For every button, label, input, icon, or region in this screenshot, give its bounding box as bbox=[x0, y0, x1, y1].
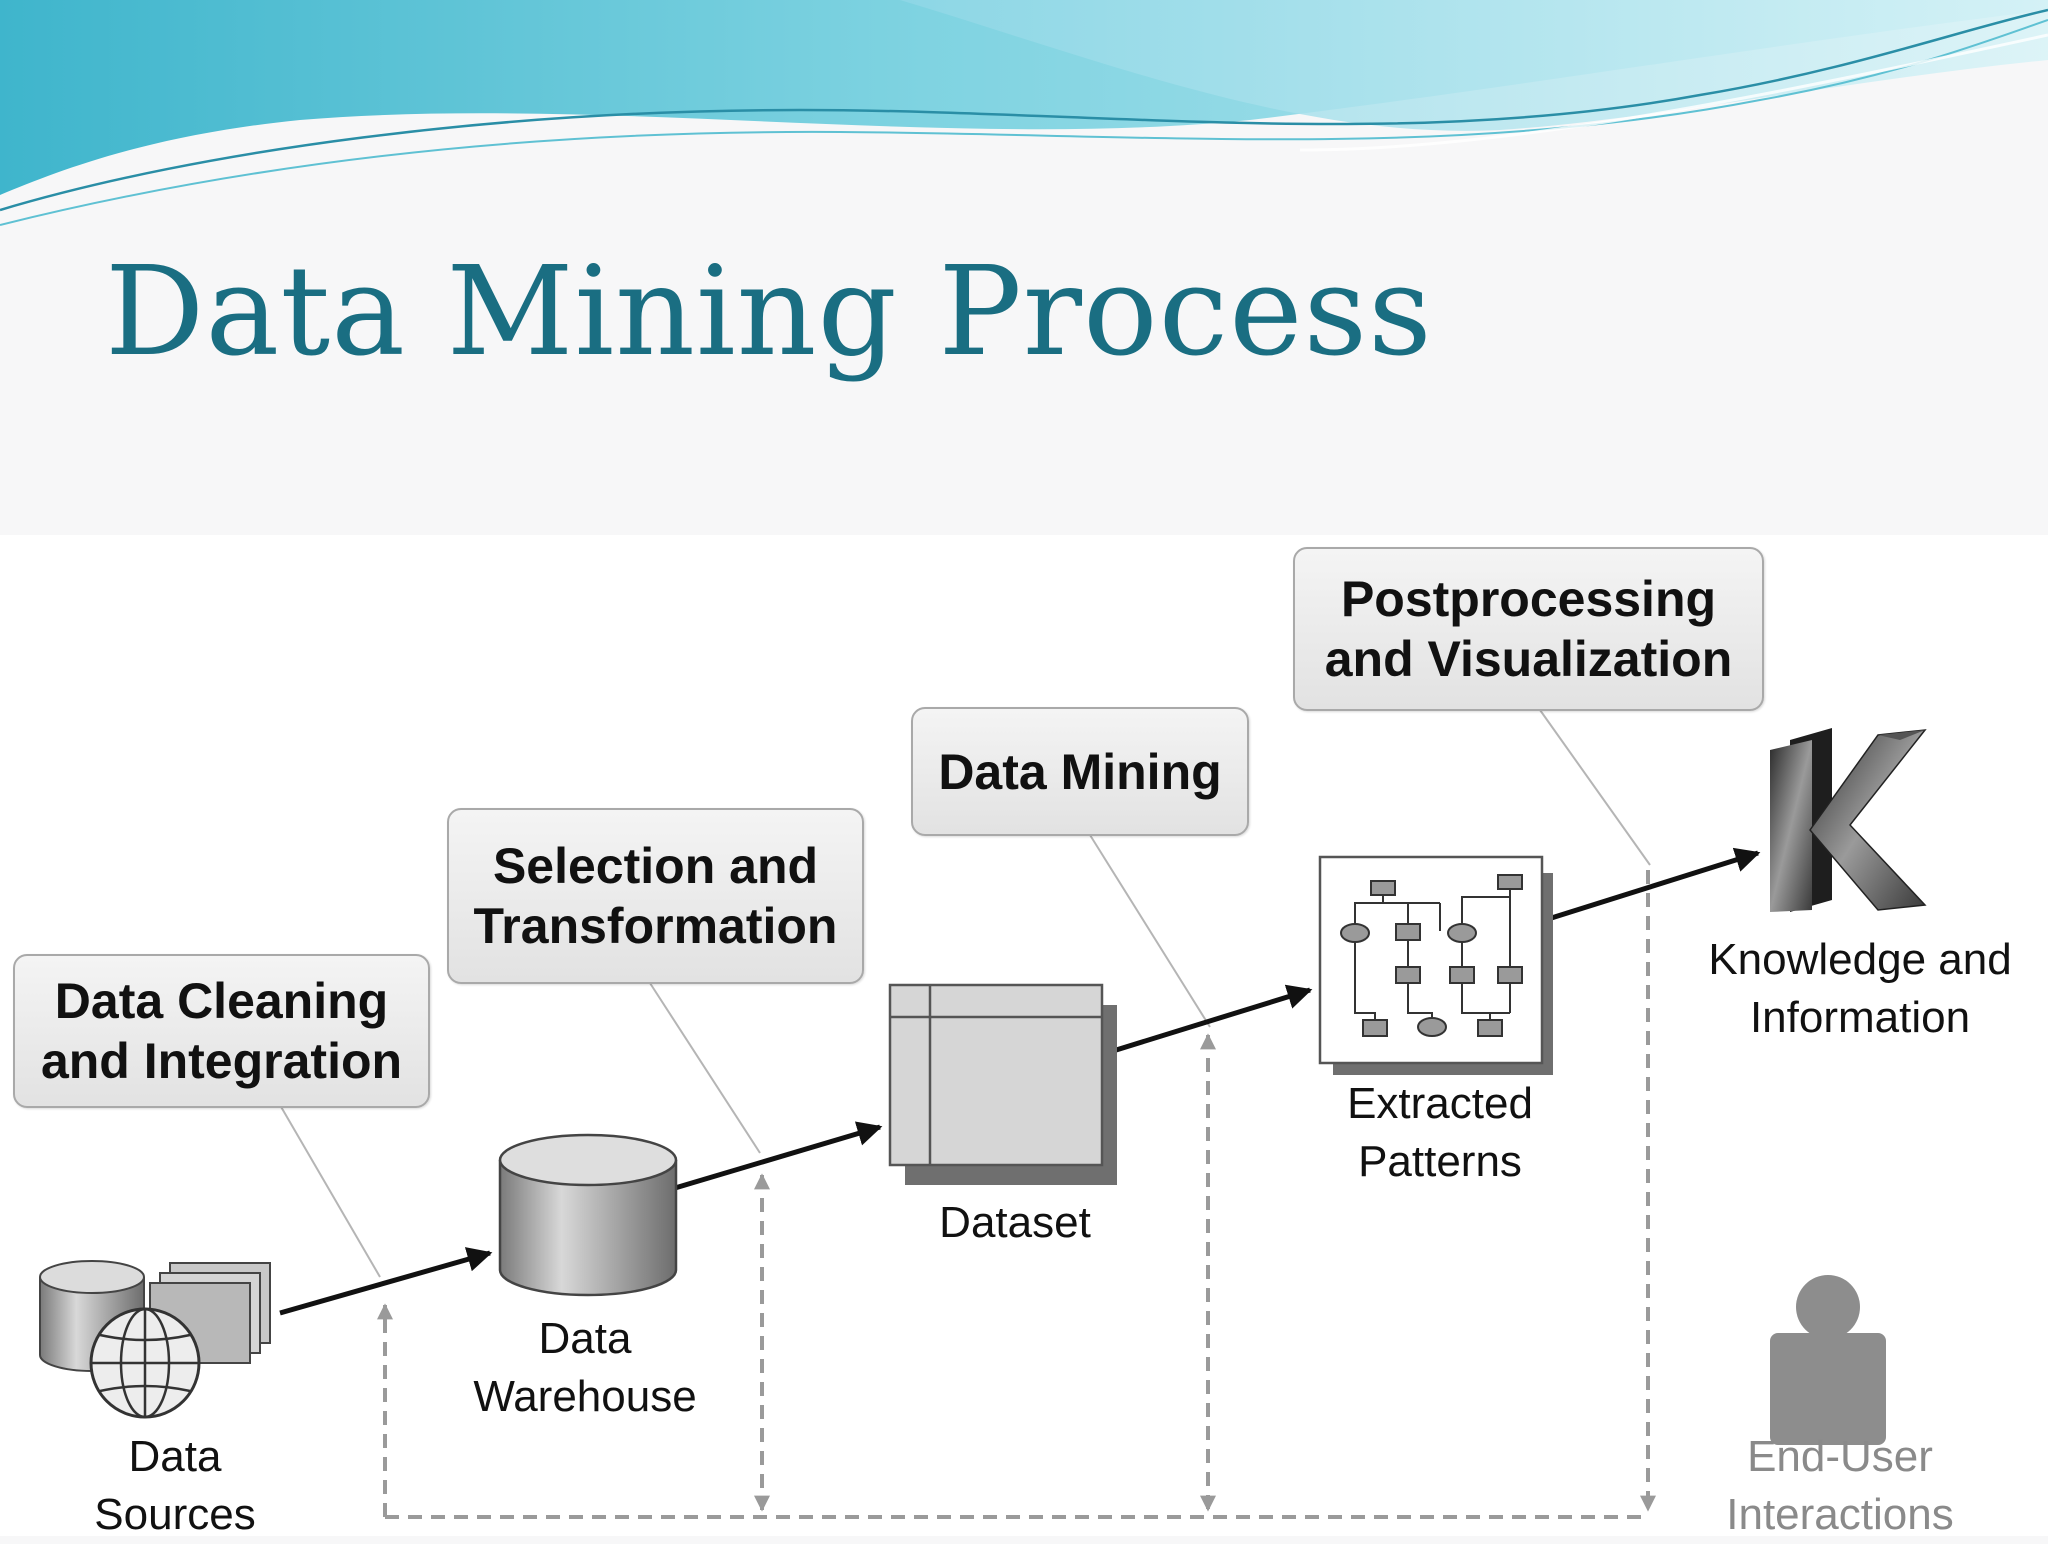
process-flow-arrows bbox=[279, 847, 1761, 1316]
callout-text: Data Mining bbox=[938, 743, 1222, 800]
database-and-globe-icon bbox=[39, 1260, 271, 1419]
end-user-interaction-lines bbox=[377, 870, 1656, 1519]
label-line: Data bbox=[128, 1432, 222, 1481]
3d-letter-k-icon bbox=[1770, 728, 1927, 912]
data-mining-process-diagram bbox=[39, 709, 1927, 1519]
label-extracted-patterns: Extracted Patterns bbox=[1290, 1075, 1590, 1191]
label-line: Patterns bbox=[1358, 1137, 1522, 1186]
label-line: Interactions bbox=[1726, 1490, 1954, 1539]
callout-selection-transformation: Selection and Transformation bbox=[447, 808, 864, 984]
label-line: Sources bbox=[94, 1490, 256, 1539]
label-end-user-interactions: End-User Interactions bbox=[1690, 1428, 1990, 1544]
label-line: End-User bbox=[1747, 1432, 1933, 1481]
callout-text: and Visualization bbox=[1324, 631, 1733, 687]
label-line: Dataset bbox=[939, 1198, 1091, 1247]
header-wave-banner bbox=[0, 0, 2048, 226]
callout-pointer-lines bbox=[279, 709, 1651, 1278]
table-sheet-icon bbox=[888, 983, 1117, 1185]
cylinder-database-icon bbox=[498, 1133, 678, 1297]
label-line: Extracted bbox=[1347, 1079, 1533, 1128]
callout-text: Selection and bbox=[492, 838, 819, 894]
label-data-warehouse: Data Warehouse bbox=[445, 1310, 725, 1426]
flowchart-icon bbox=[1318, 855, 1553, 1075]
label-line: Data bbox=[538, 1314, 632, 1363]
label-data-sources: Data Sources bbox=[45, 1428, 305, 1544]
label-line: Knowledge and bbox=[1708, 935, 2012, 984]
slide-title: Data Mining Process bbox=[105, 240, 1433, 384]
callout-text: Postprocessing bbox=[1340, 571, 1717, 627]
callout-text: and Integration bbox=[40, 1033, 403, 1089]
label-dataset: Dataset bbox=[885, 1194, 1145, 1252]
label-knowledge-information: Knowledge and Information bbox=[1680, 931, 2040, 1047]
callout-postprocessing: Postprocessing and Visualization bbox=[1293, 547, 1764, 711]
callout-data-cleaning: Data Cleaning and Integration bbox=[13, 954, 430, 1108]
callout-data-mining: Data Mining bbox=[911, 707, 1249, 836]
callout-text: Transformation bbox=[473, 898, 838, 954]
label-line: Information bbox=[1749, 993, 1971, 1042]
label-line: Warehouse bbox=[473, 1372, 697, 1421]
person-icon bbox=[1770, 1275, 1886, 1445]
callout-text: Data Cleaning bbox=[54, 973, 389, 1029]
